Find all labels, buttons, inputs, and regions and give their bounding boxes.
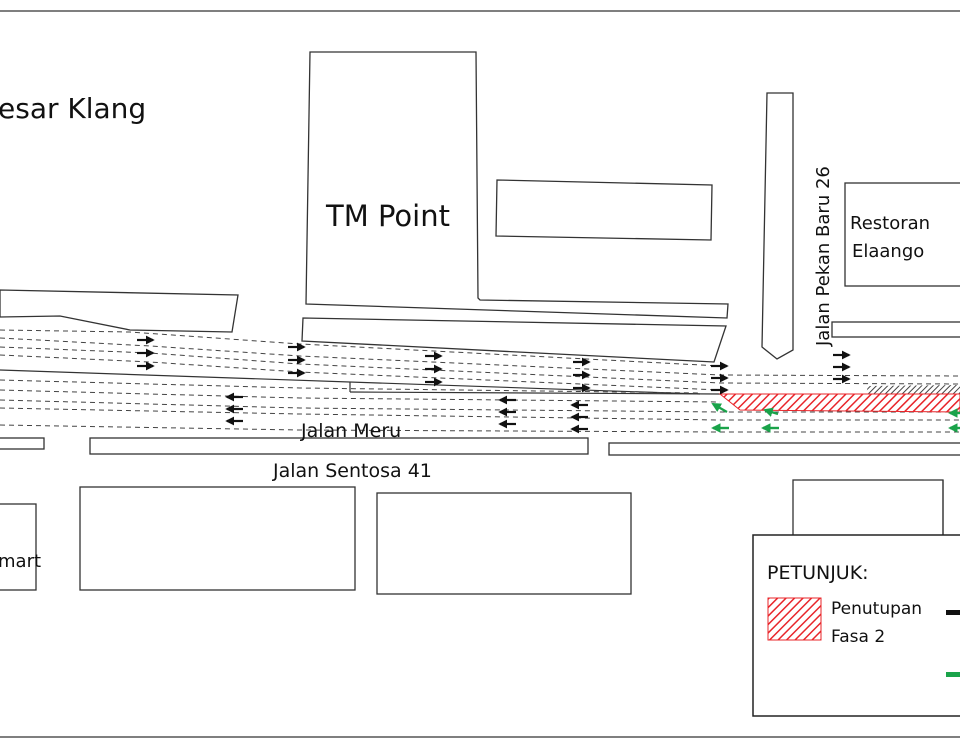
map-frame: [0, 10, 960, 738]
median-centre: [89, 437, 589, 455]
north-west-block: [0, 289, 239, 333]
traffic-flow-arrows: [137, 335, 851, 434]
phase-2-closure-area: [718, 393, 960, 413]
tm-point-label: TM Point: [325, 199, 450, 233]
green-arrow-icon: [763, 407, 779, 417]
restoran-block: [844, 182, 960, 287]
south-block-1: [79, 486, 356, 591]
south-block-2: [376, 492, 632, 595]
hatched-strip-east: [866, 385, 960, 394]
building-blocks: [0, 51, 960, 595]
jalan-meru-label: Jalan Meru: [300, 420, 401, 442]
legend-traffic-swatch: [946, 610, 960, 615]
jalan-pekan-baru-divider: [761, 92, 794, 360]
legend-panel: PETUNJUK: Penutupan Fasa 2: [752, 534, 960, 717]
legend-diversion-swatch: [946, 672, 960, 677]
jalan-sentosa-label: Jalan Sentosa 41: [272, 460, 432, 482]
mart-block: [0, 503, 37, 591]
south-east-block: [792, 479, 944, 537]
median-east: [608, 442, 960, 456]
legend-title: PETUNJUK:: [767, 562, 869, 584]
diversion-arrows: [711, 402, 960, 433]
hatched-closure-icon: [767, 597, 822, 641]
legend-closure-label-line2: Fasa 2: [831, 627, 885, 647]
tm-point-building: [305, 51, 729, 319]
restoran-label-line1: Restoran: [850, 213, 930, 234]
median-west: [0, 437, 45, 450]
tm-point-inner-block: [495, 179, 713, 241]
main-road-label: esar Klang: [0, 92, 146, 125]
restoran-label-line2: Elaango: [852, 241, 924, 262]
green-arrow-icon: [711, 402, 728, 414]
mart-label: mart: [0, 551, 41, 572]
tm-point-front-block: [301, 317, 727, 363]
legend-closure-label-line1: Penutupan: [831, 599, 922, 619]
jalan-pekan-baru-label: Jalan Pekan Baru 26: [813, 166, 834, 347]
east-strip-block: [831, 321, 960, 338]
